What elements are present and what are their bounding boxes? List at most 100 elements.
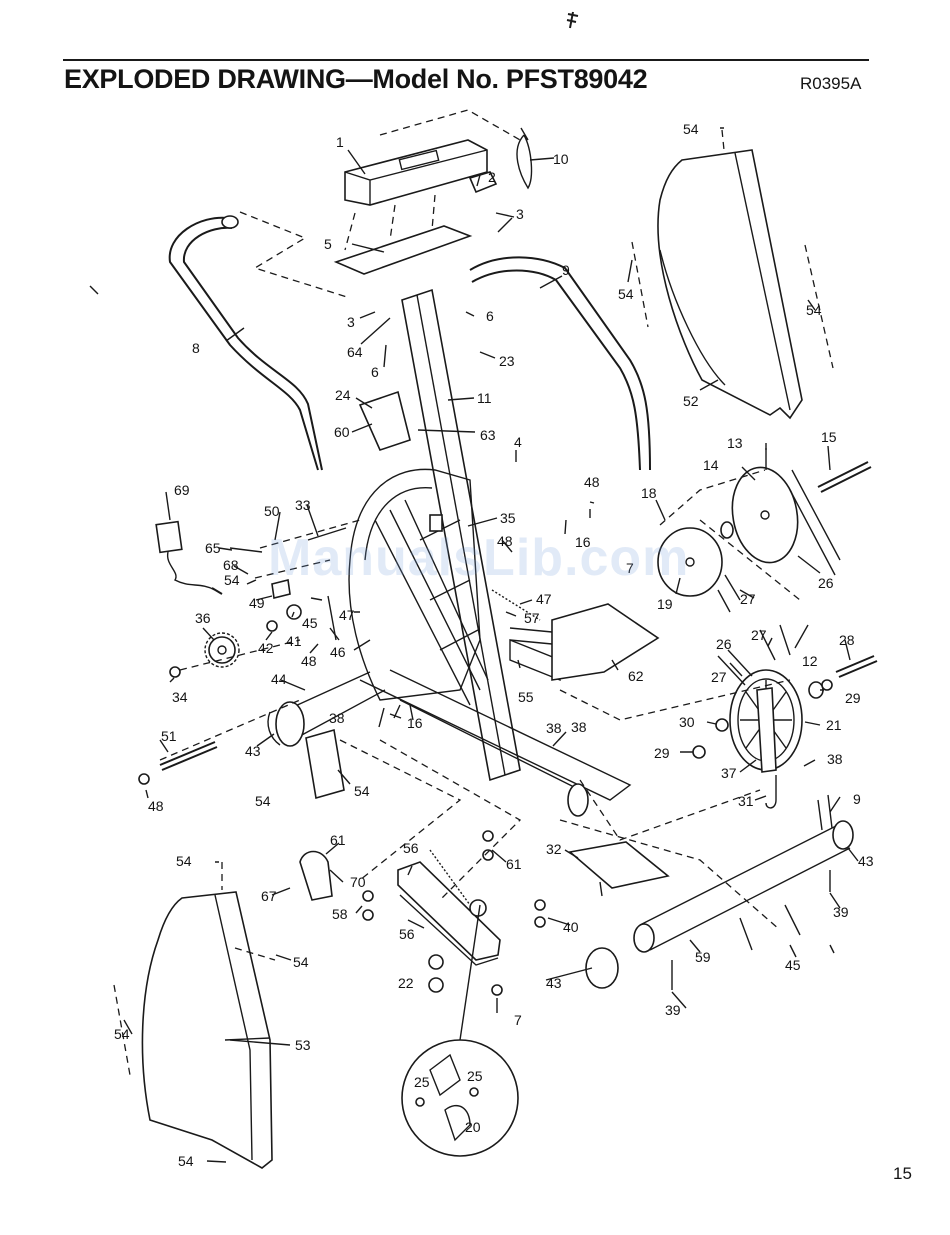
nut-part-34 [169, 666, 181, 678]
label-48b: 48 [497, 533, 513, 549]
washer-part-30 [715, 718, 729, 732]
label-14: 14 [703, 457, 719, 473]
label-63: 62 [628, 668, 644, 684]
label-69: 68 [223, 557, 239, 573]
label-47: 47 [339, 607, 355, 623]
label-62: 61 [506, 856, 522, 872]
label-22: 22 [398, 975, 414, 991]
label-39: 39 [833, 904, 849, 920]
label-43c: 43 [546, 975, 562, 991]
label-52: 52 [683, 393, 699, 409]
end-cap-part-43 [585, 947, 619, 989]
label-26b: 26 [716, 636, 732, 652]
crank-axle-part [835, 655, 878, 678]
label-6b: 6 [371, 364, 379, 380]
label-48d: 48 [148, 798, 164, 814]
label-54: 54 [683, 121, 699, 137]
nut-part-59b [362, 909, 374, 921]
base-frame-part [359, 638, 632, 817]
nut-part-62b [482, 849, 494, 861]
label-29: 29 [845, 690, 861, 706]
label-10: 10 [553, 151, 569, 167]
label-37: 37 [721, 765, 737, 781]
label-38b: 38 [546, 720, 562, 736]
label-48c: 48 [301, 653, 317, 669]
label-3: 3 [516, 206, 524, 222]
label-27c: 27 [711, 669, 727, 685]
label-48: 48 [584, 474, 600, 490]
nut-part-40 [534, 899, 546, 911]
label-7: 7 [626, 560, 634, 576]
bolt-part-45b [739, 904, 801, 951]
pulse-wire-part [516, 127, 533, 190]
bracket-part-49 [271, 579, 291, 599]
label-28: 28 [839, 632, 855, 648]
belt-part-27 [717, 574, 741, 613]
sprocket-part [204, 632, 240, 668]
handlebar-right-part [469, 256, 651, 471]
label-20: 20 [465, 1119, 481, 1135]
label-49: 49 [249, 595, 265, 611]
label-67: 65 [205, 540, 221, 556]
label-13: 13 [727, 435, 743, 451]
bolt-part-33 [307, 527, 347, 541]
pulley-disc-part [657, 527, 723, 597]
label-38c: 38 [571, 719, 587, 735]
label-41: 41 [286, 633, 302, 649]
label-51: 51 [161, 728, 177, 744]
label-42: 42 [258, 640, 274, 656]
label-16: 16 [575, 534, 591, 550]
label-61: 60 [334, 424, 350, 440]
label-53: 53 [295, 1037, 311, 1053]
label-25b: 25 [467, 1068, 483, 1084]
label-8: 8 [192, 340, 200, 356]
label-29b: 29 [654, 745, 670, 761]
label-70: 69 [174, 482, 190, 498]
bolt-part-39 [671, 870, 831, 990]
left-tick-mark [89, 285, 99, 295]
hook-part-31 [765, 775, 777, 809]
label-60: 59 [695, 949, 711, 965]
handlebar-part [168, 211, 351, 471]
document-code: R0395A [800, 74, 862, 93]
top-scribble-mark [566, 11, 579, 29]
seat-pad-part [551, 603, 660, 681]
washer-part [266, 620, 278, 632]
header-rule [63, 59, 869, 61]
nut-part-7 [491, 984, 503, 996]
label-16b: 16 [407, 715, 423, 731]
label-32: 32 [546, 841, 562, 857]
label-54e: 54 [255, 793, 271, 809]
label-68: 67 [261, 888, 277, 904]
label-33: 33 [295, 497, 311, 513]
label-54d: 54 [224, 572, 240, 588]
nut-part-59 [362, 890, 374, 902]
label-15: 15 [821, 429, 837, 445]
label-57: 56 [403, 840, 419, 856]
detail-inset [401, 904, 519, 1157]
label-54c: 54 [806, 302, 822, 318]
label-46: 46 [330, 644, 346, 660]
label-45: 45 [302, 615, 318, 631]
label-35: 35 [500, 510, 516, 526]
label-58: 57 [524, 610, 540, 626]
label-19: 19 [657, 596, 673, 612]
seat-post-part [509, 627, 553, 645]
label-43b: 43 [858, 853, 874, 869]
alignment-lines-right [659, 469, 801, 601]
label-30: 30 [679, 714, 695, 730]
label-55: 54 [354, 783, 370, 799]
nut-part-29b [692, 745, 706, 759]
label-2: 2 [488, 169, 496, 185]
foot-pad-part [568, 841, 670, 889]
pad-stem-part [599, 881, 603, 897]
label-9: 9 [562, 262, 570, 278]
label-24: 24 [335, 387, 351, 403]
label-54i: 54 [178, 1153, 194, 1169]
axle-part [159, 741, 218, 771]
label-54f: 54 [176, 853, 192, 869]
label-64: 63 [480, 427, 496, 443]
label-47b: 47 [536, 591, 552, 607]
bolt-part-67 [229, 547, 263, 553]
